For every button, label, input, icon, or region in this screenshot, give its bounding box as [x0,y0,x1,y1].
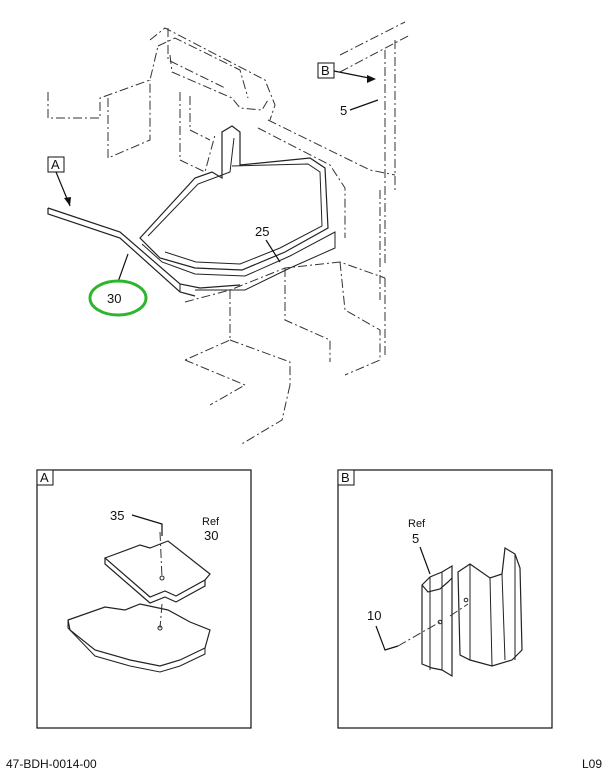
detail-b-tag-label: B [341,470,350,485]
ref-5-number: 5 [412,531,419,546]
detail-a-tag [36,469,54,486]
fastener-axis-b [397,603,469,647]
callout-25: 25 [255,224,269,239]
ref-5-label: Ref [408,518,426,530]
fastener-hole-upper [159,575,165,581]
screw-hole-trim [437,619,443,625]
floor-covering [47,125,336,297]
view-b-marker [317,62,335,79]
callout-10: 10 [367,608,381,623]
detail-b-tag [337,469,355,486]
cab-interior-phantom [47,21,411,446]
detail-view-a: A 35 Ref 30 [36,469,252,729]
ref-5-leader [419,546,431,575]
detail-a-tag-label: A [40,470,49,485]
callout-5-leader [349,99,379,111]
drawing-id: 47-BDH-0014-00 [6,757,97,771]
callout-30: 30 [107,291,121,306]
callout-35: 35 [110,508,124,523]
trim-channel-5 [421,564,453,678]
sheet-code: L09 [581,757,602,771]
ref-30-number: 30 [204,528,218,543]
floor-mat-30 [103,540,211,598]
ref-30-label: Ref [202,516,220,528]
cab-floor-lower [67,603,211,667]
callout-10-leader [375,625,399,651]
callout-30-leader [117,253,129,283]
detail-a-frame [36,469,252,729]
fastener-axis-a [159,531,163,629]
callout-30-highlight-ring [88,279,148,317]
view-b-arrowhead [367,75,376,83]
view-a-marker-label: A [51,157,60,172]
mounting-channel [457,547,523,667]
detail-view-b: B 10 Ref 5 [337,469,553,729]
view-b-marker-label: B [321,63,330,78]
detail-b-frame [337,469,553,729]
view-a-arrowhead [64,197,71,206]
callout-25-leader [265,239,281,263]
callout-5: 5 [340,103,347,118]
callout-35-leader [131,514,163,536]
screw-hole-channel [463,597,469,603]
